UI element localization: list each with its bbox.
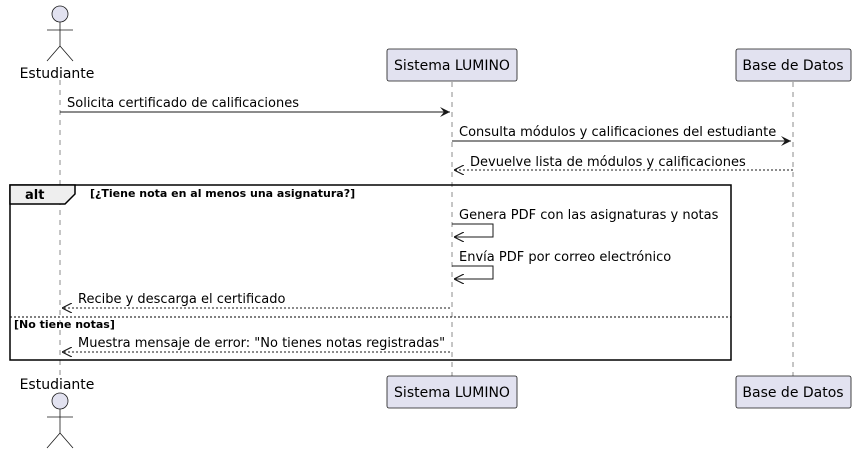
message-label-2: Consulta módulos y calificaciones del es… xyxy=(459,125,776,140)
actor-student-top: Estudiante xyxy=(20,5,95,82)
alt-fragment: alt [¿Tiene nota en al menos una asignat… xyxy=(9,184,732,361)
participant-label: Base de Datos xyxy=(742,58,843,74)
message-label-4: Genera PDF con las asignaturas y notas xyxy=(459,208,719,223)
actor-student-bottom: Estudiante xyxy=(20,377,95,449)
actor-label: Estudiante xyxy=(20,66,95,82)
participant-system-bottom: Sistema LUMINO xyxy=(386,375,518,409)
message-arrow-4 xyxy=(452,223,494,237)
fragment-guard-2: [No tiene notas] xyxy=(14,318,115,331)
actor-label: Estudiante xyxy=(20,377,95,393)
participant-database-bottom: Base de Datos xyxy=(735,375,852,409)
participant-database-top: Base de Datos xyxy=(735,48,852,82)
fragment-keyword: alt xyxy=(25,188,44,203)
participant-label: Base de Datos xyxy=(742,385,843,401)
message-label-3: Devuelve lista de módulos y calificacion… xyxy=(470,155,746,170)
participant-label: Sistema LUMINO xyxy=(394,58,510,74)
message-label-6: Recibe y descarga el certificado xyxy=(78,292,286,307)
message-label-1: Solicita certificado de calificaciones xyxy=(67,96,299,111)
message-label-7: Muestra mensaje de error: "No tienes not… xyxy=(78,336,445,351)
fragment-tab xyxy=(9,184,76,205)
actor-head xyxy=(51,5,69,23)
fragment-guard-1: [¿Tiene nota en al menos una asignatura?… xyxy=(90,187,355,200)
actor-head xyxy=(51,392,69,410)
participant-system-top: Sistema LUMINO xyxy=(386,48,518,82)
message-label-5: Envía PDF por correo electrónico xyxy=(459,250,671,265)
participant-label: Sistema LUMINO xyxy=(394,385,510,401)
message-arrow-5 xyxy=(452,265,494,279)
